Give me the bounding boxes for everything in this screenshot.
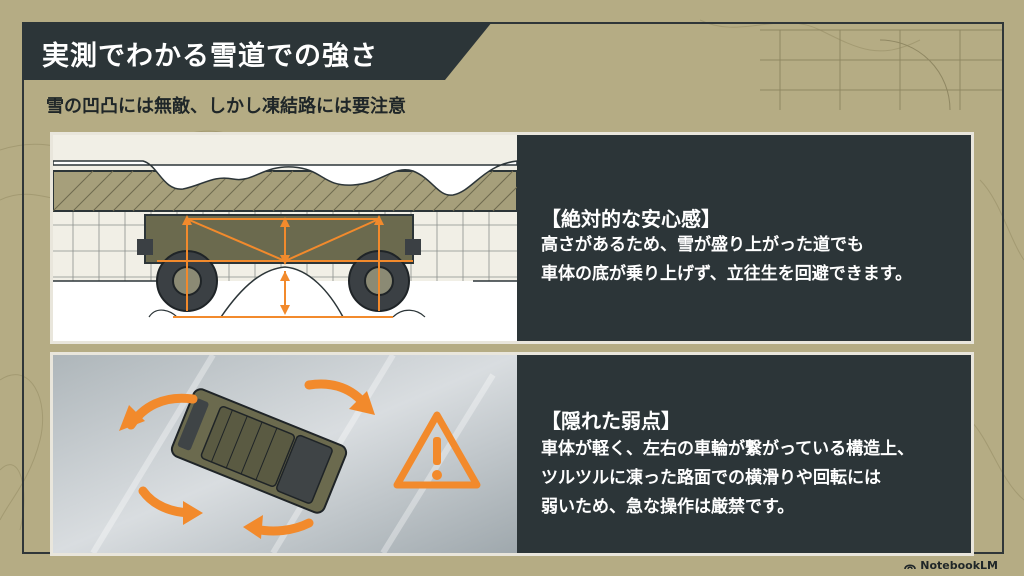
suv-skid-ice-warning-illustration-icon: [53, 355, 517, 553]
card-body: 車体が軽く、左右の車輪が繋がっている構造上、 ツルツルに凍った路面での横滑りや回…: [541, 435, 914, 522]
notebooklm-logo-icon: [904, 564, 917, 570]
page-subtitle: 雪の凹凸には無敵、しかし凍結路には要注意: [46, 96, 406, 117]
logo-text: NotebookLM: [920, 559, 998, 572]
card-text-block: 【絶対的な安心感】 高さがあるため、雪が盛り上がった道でも 車体の底が乗り上げず…: [541, 135, 961, 341]
suv-clearance-snow-illustration-icon: [53, 135, 517, 341]
card-body-line: 弱いため、急な操作は厳禁です。: [541, 497, 795, 517]
card-heading: 【絶対的な安心感】: [541, 207, 721, 231]
notebooklm-logo: NotebookLM: [904, 559, 998, 572]
card-body-line: 高さがあるため、雪が盛り上がった道でも: [541, 235, 864, 255]
card-body-line: 車体の底が乗り上げず、立往生を回避できます。: [541, 264, 913, 284]
card-ice-weakness: 【隠れた弱点】 車体が軽く、左右の車輪が繋がっている構造上、 ツルツルに凍った路…: [50, 352, 974, 556]
card-heading: 【隠れた弱点】: [541, 409, 681, 433]
card-body-line: ツルツルに凍った路面での横滑りや回転には: [541, 468, 881, 488]
card-text-block: 【隠れた弱点】 車体が軽く、左右の車輪が繋がっている構造上、 ツルツルに凍った路…: [541, 355, 961, 553]
card-body: 高さがあるため、雪が盛り上がった道でも 車体の底が乗り上げず、立往生を回避できま…: [541, 231, 912, 289]
title-banner: [22, 22, 492, 80]
card-ground-clearance: 【絶対的な安心感】 高さがあるため、雪が盛り上がった道でも 車体の底が乗り上げず…: [50, 132, 974, 344]
page-title: 実測でわかる雪道での強さ: [42, 41, 378, 72]
card-body-line: 車体が軽く、左右の車輪が繋がっている構造上、: [541, 439, 915, 459]
